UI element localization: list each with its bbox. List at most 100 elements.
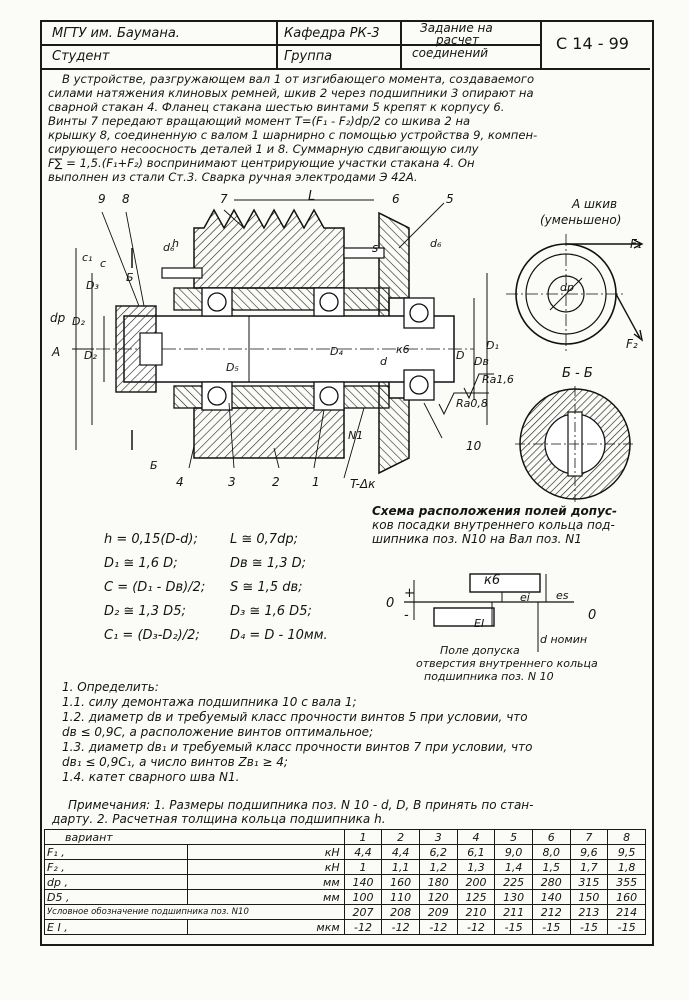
scheme-es: es <box>556 589 569 602</box>
formula: S ≅ 1,5 dв; <box>230 580 303 595</box>
table-cell: 1,5 <box>531 859 571 875</box>
weld-tdk: T-Δк <box>350 477 376 491</box>
table-cell: 212 <box>531 904 571 920</box>
table-cell: 210 <box>456 904 496 920</box>
weld-N1: N1 <box>348 429 364 442</box>
scheme-dnom: d номин <box>540 633 588 646</box>
table-cell: -15 <box>607 919 646 935</box>
table-header-row: вариант 1 2 3 4 5 6 7 8 <box>44 829 646 845</box>
task-code: С 14 - 99 <box>556 34 629 53</box>
task-line: 1.3. диаметр dв₁ и требуемый класс прочн… <box>62 740 533 754</box>
table-cell: 4,4 <box>343 844 383 860</box>
description-line: сирующего несоосность деталей 1 и 8. Сум… <box>48 142 479 156</box>
dim-D4: D₄ <box>330 345 343 358</box>
table-row: E I , мкм -12 -12 -12 -12 -15 -15 -15 -1… <box>44 919 646 935</box>
table-cell: D5 , <box>44 889 188 905</box>
assembly-drawing <box>72 199 494 479</box>
table-header-cell: 1 <box>343 829 383 845</box>
table-cell: 213 <box>569 904 609 920</box>
table-header-cell: 4 <box>456 829 496 845</box>
table-cell: 355 <box>607 874 646 890</box>
callout-7: 7 <box>220 192 228 206</box>
scheme-zero-right: 0 <box>588 608 597 623</box>
scheme-field-line: отверстия внутреннего кольца <box>416 657 598 670</box>
callout-3: 3 <box>228 475 236 489</box>
table-cell: 1,8 <box>607 859 646 875</box>
table-cell: мм <box>186 889 345 905</box>
table-header-cell: 6 <box>531 829 571 845</box>
dim-h: h <box>172 237 179 250</box>
table-cell: 1,4 <box>494 859 533 875</box>
table-cell: 140 <box>531 889 571 905</box>
dim-D3: D₃ <box>86 279 99 292</box>
scheme-EI: EI <box>474 617 485 630</box>
dim-D2b: D₂ <box>84 349 97 362</box>
callout-10: 10 <box>466 439 482 453</box>
table-header-cell: вариант <box>44 829 345 845</box>
table-cell: 6,2 <box>418 844 458 860</box>
table-cell: кН <box>186 844 345 860</box>
section-BB-drawing <box>515 386 635 502</box>
callout-1: 1 <box>312 475 320 489</box>
dim-D2: D₂ <box>72 315 85 328</box>
table-cell: 208 <box>381 904 420 920</box>
table-cell: -12 <box>418 919 458 935</box>
table-cell: 150 <box>569 889 609 905</box>
table-cell: F₁ , <box>44 844 188 860</box>
university-name: МГТУ им. Баумана. <box>52 26 180 41</box>
section-A-label: A <box>52 345 61 359</box>
table-cell: -15 <box>494 919 533 935</box>
description-line: крышку 8, соединенную с валом 1 шарнирно… <box>48 128 538 142</box>
dim-Db: Dв <box>474 355 489 368</box>
note-line: Примечания: 1. Размеры подшипника поз. N… <box>68 798 534 812</box>
table-cell: 9,0 <box>494 844 533 860</box>
dim-dp: dp <box>50 311 66 325</box>
formula: C₁ = (D₃-D₂)/2; <box>104 628 200 643</box>
table-cell: 120 <box>418 889 458 905</box>
table-cell: 280 <box>531 874 571 890</box>
description-line: сварной стакан 4. Фланец стакана шестью … <box>48 100 505 114</box>
table-cell: 1,2 <box>418 859 458 875</box>
table-cell: 1,1 <box>381 859 420 875</box>
task-title-2: расчет <box>436 33 480 47</box>
task-title-3: соединений <box>412 46 489 60</box>
callout-8: 8 <box>122 192 130 206</box>
dim-s: s <box>372 241 379 255</box>
table-cell: -12 <box>343 919 383 935</box>
force-F2: F₂ <box>626 337 638 351</box>
scheme-zero-left: 0 <box>386 596 395 611</box>
table-cell: 1 <box>343 859 383 875</box>
callout-9: 9 <box>98 192 106 206</box>
callout-2: 2 <box>272 475 280 489</box>
table-cell: 8,0 <box>531 844 571 860</box>
page-frame <box>40 20 654 946</box>
table-row: F₂ , кН 1 1,1 1,2 1,3 1,4 1,5 1,7 1,8 <box>44 859 646 875</box>
divider <box>40 44 540 46</box>
table-cell: 211 <box>494 904 533 920</box>
table-cell: Условное обозначение подшипника поз. N10 <box>44 904 345 920</box>
note-line: дарту. 2. Расчетная толщина кольца подши… <box>52 812 386 826</box>
table-cell: кН <box>186 859 345 875</box>
table-cell: 180 <box>418 874 458 890</box>
viewA-title: А шкив <box>572 197 618 211</box>
table-row: Условное обозначение подшипника поз. N10… <box>44 904 646 920</box>
table-cell: 225 <box>494 874 533 890</box>
divider <box>276 20 278 68</box>
formula: D₂ ≅ 1,3 D5; <box>104 604 186 619</box>
formula: D₄ = D - 10мм. <box>230 628 328 643</box>
description-line: силами натяжения клиновых ремней, шкив 2… <box>48 86 534 100</box>
table-header-cell: 8 <box>607 829 646 845</box>
table-cell: 200 <box>456 874 496 890</box>
department-name: Кафедра РК-3 <box>284 26 380 41</box>
table-cell: мм <box>186 874 345 890</box>
table-cell: 100 <box>343 889 383 905</box>
viewA-drawing <box>506 234 644 354</box>
table-cell: 160 <box>607 889 646 905</box>
table-cell: 214 <box>607 904 646 920</box>
task-line: dв ≤ 0,9C, а расположение винтов оптимал… <box>62 725 374 739</box>
table-cell: 9,5 <box>607 844 646 860</box>
dim-d6: d₆ <box>430 237 442 250</box>
viewA-dp: dp <box>560 281 574 294</box>
dim-c: c <box>100 257 107 270</box>
table-cell: 140 <box>343 874 383 890</box>
